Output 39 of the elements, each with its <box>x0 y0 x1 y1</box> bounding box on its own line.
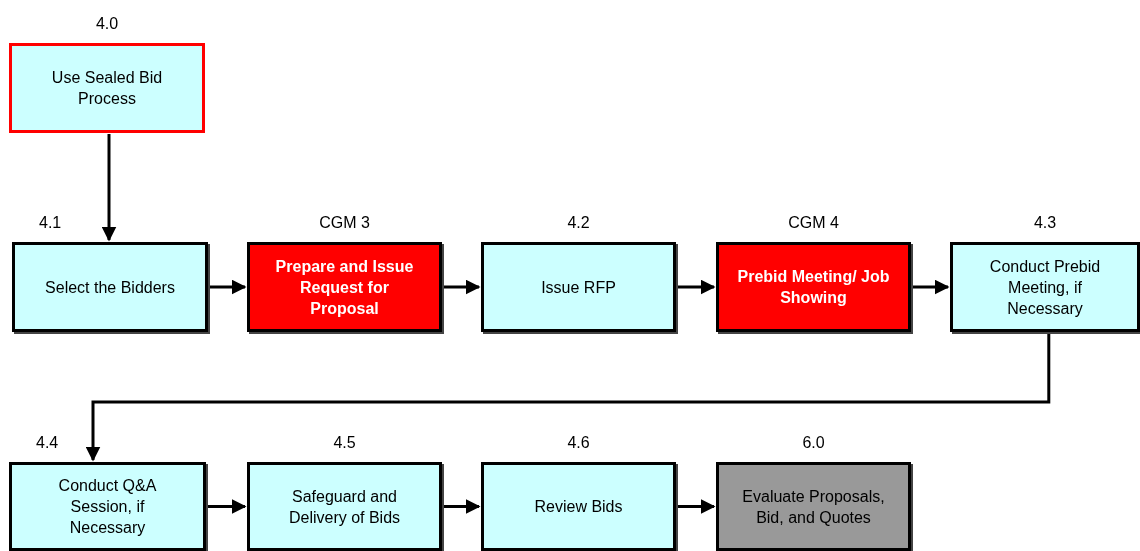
box-label: Conduct Q&A Session, if Necessary <box>57 476 158 538</box>
arrow <box>443 279 481 295</box>
highlighted-process-box <box>247 242 442 332</box>
box-label: Conduct Prebid Meeting, if Necessary <box>988 256 1102 319</box>
box-label: Evaluate Proposals, Bid, and Quotes <box>741 486 886 528</box>
step-number: 4.2 <box>567 214 590 232</box>
step-number: 4.1 <box>39 214 62 232</box>
arrow <box>912 279 950 295</box>
process-box <box>247 462 442 551</box>
box-label: Safeguard and Delivery of Bids <box>287 486 402 528</box>
arrow <box>677 279 716 295</box>
arrow <box>85 333 1051 462</box>
step-number: 4.3 <box>1033 214 1057 232</box>
box-label: Select the Bidders <box>45 277 175 298</box>
start-process-box <box>9 43 205 133</box>
step-number: 4.5 <box>333 434 356 452</box>
arrow <box>677 499 716 514</box>
process-box <box>9 462 206 551</box>
arrow <box>443 499 481 514</box>
highlighted-process-box <box>716 242 911 332</box>
box-label: Review Bids <box>534 497 623 517</box>
process-box <box>481 242 676 332</box>
step-number: 4.4 <box>36 434 59 452</box>
box-label: Prebid Meeting/ Job Showing <box>736 267 891 308</box>
box-label: Issue RFP <box>541 277 616 298</box>
step-number: CGM 4 <box>788 214 839 232</box>
process-box <box>481 462 676 551</box>
step-number: CGM 3 <box>319 214 370 232</box>
step-number: 4.6 <box>567 434 590 452</box>
step-number: 6.0 <box>802 434 825 452</box>
process-box <box>950 242 1140 332</box>
arrow <box>209 279 247 295</box>
external-process-box <box>716 462 911 551</box>
box-label: Prepare and Issue Request for Proposal <box>274 256 415 319</box>
arrow <box>207 499 247 514</box>
process-box <box>12 242 208 332</box>
arrow <box>101 134 117 242</box>
box-label: Use Sealed Bid Process <box>50 68 164 109</box>
step-number: 4.0 <box>95 15 119 33</box>
